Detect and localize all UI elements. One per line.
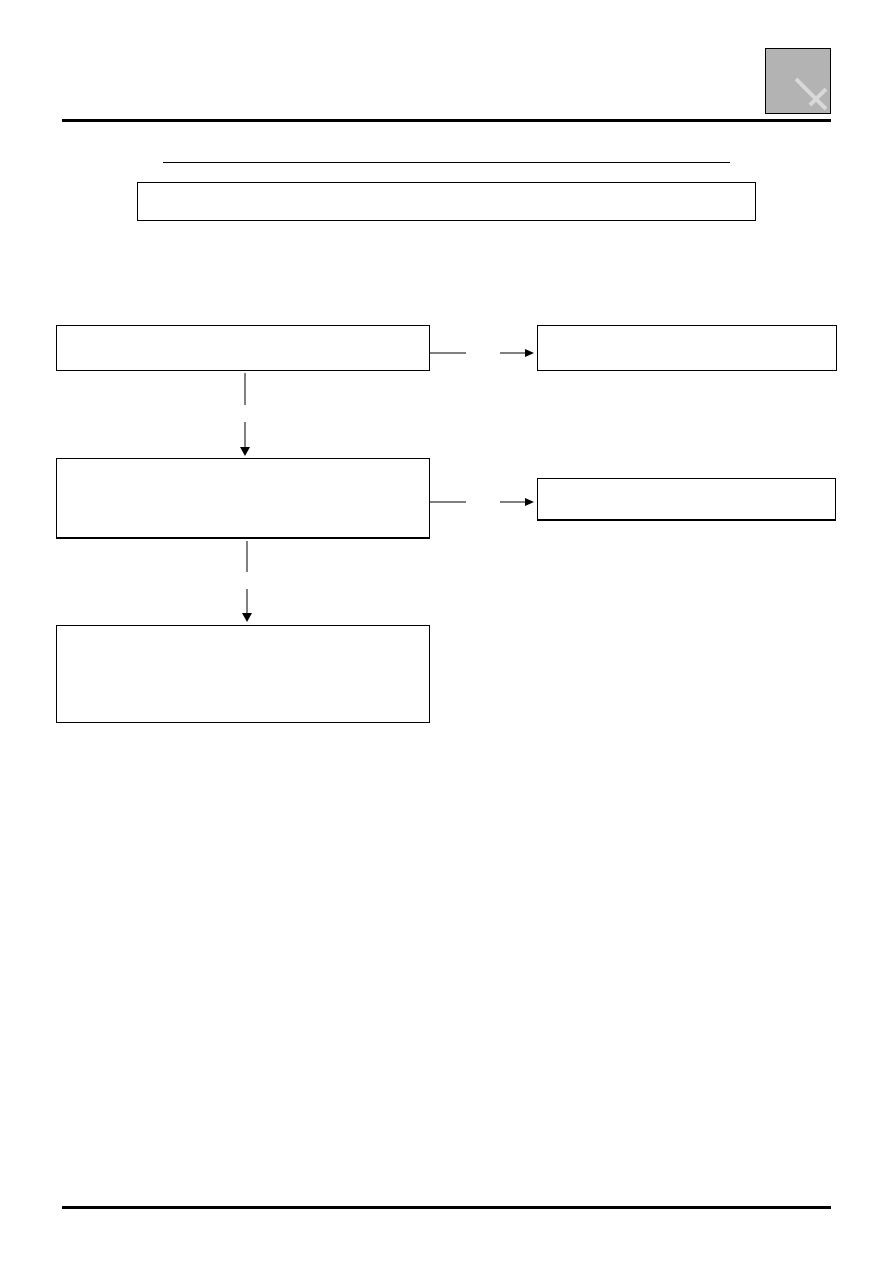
arrowhead-down-2 [242, 613, 252, 622]
corner-tab [765, 48, 831, 114]
header-rule-accent [615, 121, 831, 122]
flow-step-1 [56, 325, 430, 371]
footer-rule [62, 1206, 831, 1209]
flow-side-2 [537, 478, 836, 521]
header-rule [62, 119, 831, 122]
diagonal-slash-icon [794, 77, 828, 111]
flow-step-2 [56, 458, 430, 539]
flow-side-1 [537, 325, 837, 371]
footer-text [62, 1214, 831, 1232]
flow-step-3 [56, 625, 430, 723]
arrowhead-down-1 [240, 447, 250, 456]
arrowhead-right-2 [525, 498, 534, 506]
arrowhead-right-1 [525, 349, 534, 357]
page-heading [163, 140, 730, 160]
heading-underline [163, 162, 730, 163]
title-box [137, 182, 756, 221]
